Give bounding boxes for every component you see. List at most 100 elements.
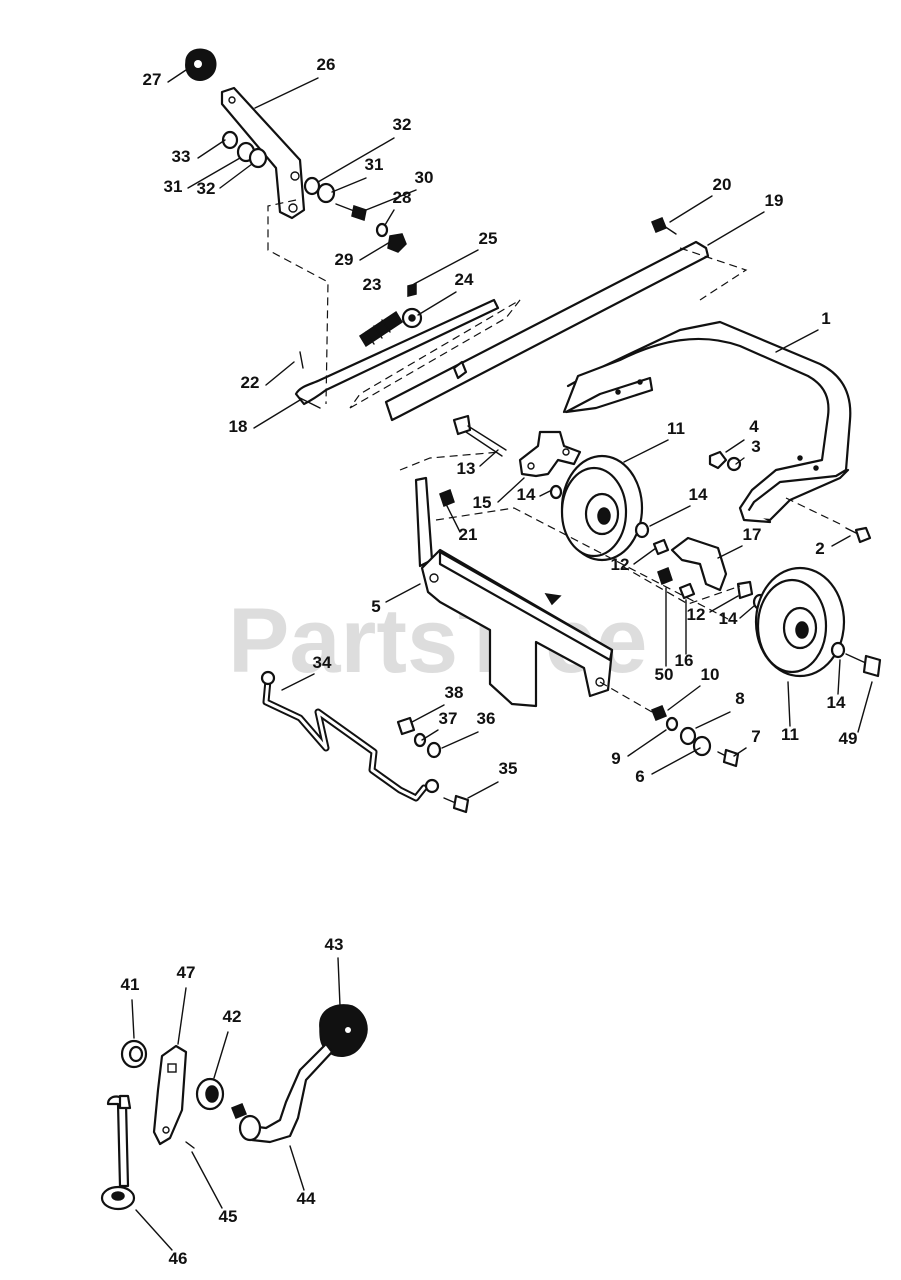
leader-line-c21 xyxy=(446,505,461,533)
leader-line-c32a xyxy=(317,137,395,183)
leader-line-c19 xyxy=(707,211,765,246)
leader-line-c41 xyxy=(131,999,135,1039)
callout-c29[interactable]: 29 xyxy=(335,250,354,269)
callout-c17[interactable]: 17 xyxy=(743,525,762,544)
part-23-spring[interactable] xyxy=(358,310,404,348)
callout-c32a[interactable]: 32 xyxy=(393,115,412,134)
callout-c35[interactable]: 35 xyxy=(499,759,518,778)
part-42-bushing[interactable] xyxy=(195,1077,225,1111)
callout-c14b[interactable]: 14 xyxy=(689,485,708,504)
part-3-4-nut[interactable] xyxy=(708,450,742,472)
part-14-49-bolt[interactable] xyxy=(830,641,882,678)
part-22-pin[interactable] xyxy=(299,351,304,369)
callout-c10[interactable]: 10 xyxy=(701,665,720,684)
callout-c18[interactable]: 18 xyxy=(229,417,248,436)
callout-c42[interactable]: 42 xyxy=(223,1007,242,1026)
part-1-frame[interactable] xyxy=(562,320,852,524)
callout-c12a[interactable]: 12 xyxy=(611,555,630,574)
leader-line-c44 xyxy=(289,1145,305,1191)
callout-c1[interactable]: 1 xyxy=(821,309,830,328)
callout-c14a[interactable]: 14 xyxy=(517,485,536,504)
part-5-crossmember[interactable] xyxy=(414,476,614,708)
leader-line-c38 xyxy=(411,704,445,723)
part-44-shift-lever[interactable] xyxy=(231,1042,334,1144)
part-16-50-fastener[interactable] xyxy=(657,567,696,600)
callout-c31b[interactable]: 31 xyxy=(164,177,183,196)
leader-line-c14d xyxy=(837,659,841,695)
part-11-pulley-lower[interactable] xyxy=(754,566,846,678)
callout-c20[interactable]: 20 xyxy=(713,175,732,194)
callout-c4[interactable]: 4 xyxy=(749,417,759,436)
leader-line-c12b xyxy=(709,595,739,613)
callout-c21[interactable]: 21 xyxy=(459,525,478,544)
part-46-rod[interactable] xyxy=(100,1094,136,1211)
callout-c14d[interactable]: 14 xyxy=(827,693,846,712)
part-14-washer-a[interactable] xyxy=(549,484,563,500)
callout-c24[interactable]: 24 xyxy=(455,270,474,289)
part-41-bushing[interactable] xyxy=(120,1039,148,1069)
part-15-bracket[interactable] xyxy=(518,430,582,478)
callout-c41[interactable]: 41 xyxy=(121,975,140,994)
callout-c14c[interactable]: 14 xyxy=(719,609,738,628)
callout-c38[interactable]: 38 xyxy=(445,683,464,702)
part-45-pin[interactable] xyxy=(185,1141,195,1149)
callout-c47[interactable]: 47 xyxy=(177,963,196,982)
part-36-38-fasteners[interactable] xyxy=(396,716,442,759)
part-31-33-washers[interactable] xyxy=(221,130,336,204)
part-11-pulley-upper[interactable] xyxy=(560,454,644,562)
callout-c9[interactable]: 9 xyxy=(611,749,620,768)
part-17-bracket[interactable] xyxy=(670,536,728,592)
callout-c34[interactable]: 34 xyxy=(313,653,332,672)
callout-c23[interactable]: 23 xyxy=(363,275,382,294)
leader-line-c22 xyxy=(265,361,295,386)
part-19-channel[interactable] xyxy=(384,240,710,422)
part-43-knob[interactable] xyxy=(319,1004,368,1057)
callout-c16[interactable]: 16 xyxy=(675,651,694,670)
callout-c3[interactable]: 3 xyxy=(751,437,760,456)
callout-c25[interactable]: 25 xyxy=(479,229,498,248)
part-35-bolt[interactable] xyxy=(443,794,470,814)
part-27-knob[interactable] xyxy=(185,48,217,82)
callout-c49[interactable]: 49 xyxy=(839,729,858,748)
callout-c33[interactable]: 33 xyxy=(172,147,191,166)
leader-line-c1 xyxy=(775,329,819,353)
part-30-bolt[interactable] xyxy=(335,203,367,221)
part-28-29-nut[interactable] xyxy=(375,222,407,253)
callout-c27[interactable]: 27 xyxy=(143,70,162,89)
callout-c26[interactable]: 26 xyxy=(317,55,336,74)
callout-c50[interactable]: 50 xyxy=(655,665,674,684)
callout-c7[interactable]: 7 xyxy=(751,727,760,746)
part-26-bracket[interactable] xyxy=(220,86,306,220)
callout-c6[interactable]: 6 xyxy=(635,767,644,786)
callout-c19[interactable]: 19 xyxy=(765,191,784,210)
part-2-bolt[interactable] xyxy=(845,526,872,544)
callout-c2[interactable]: 2 xyxy=(815,539,824,558)
callout-c36[interactable]: 36 xyxy=(477,709,496,728)
callout-c28[interactable]: 28 xyxy=(393,188,412,207)
part-47-plate[interactable] xyxy=(152,1044,188,1146)
callout-c22[interactable]: 22 xyxy=(241,373,260,392)
part-6-10-hardware[interactable] xyxy=(651,705,740,768)
callout-c43[interactable]: 43 xyxy=(325,935,344,954)
callout-c8[interactable]: 8 xyxy=(735,689,744,708)
part-13-bolt[interactable] xyxy=(452,414,507,457)
callout-c11b[interactable]: 11 xyxy=(781,725,799,744)
callout-c45[interactable]: 45 xyxy=(219,1207,238,1226)
part-12-14-spacers[interactable] xyxy=(634,521,670,556)
callout-c12b[interactable]: 12 xyxy=(687,605,706,624)
callout-c5[interactable]: 5 xyxy=(371,597,380,616)
part-34-rod[interactable] xyxy=(260,670,440,802)
callout-c32b[interactable]: 32 xyxy=(197,179,216,198)
callout-c31a[interactable]: 31 xyxy=(365,155,384,174)
part-20-bolt[interactable] xyxy=(651,217,677,235)
callout-c30[interactable]: 30 xyxy=(415,168,434,187)
callout-c37[interactable]: 37 xyxy=(439,709,458,728)
callout-c46[interactable]: 46 xyxy=(169,1249,188,1268)
part-24-25-collar[interactable] xyxy=(401,283,423,329)
callout-c13[interactable]: 13 xyxy=(457,459,476,478)
callout-c11a[interactable]: 11 xyxy=(667,419,685,438)
part-18-rod[interactable] xyxy=(294,298,500,409)
part-21-nut[interactable] xyxy=(439,489,455,507)
callout-c15[interactable]: 15 xyxy=(473,493,492,512)
callout-c44[interactable]: 44 xyxy=(297,1189,316,1208)
